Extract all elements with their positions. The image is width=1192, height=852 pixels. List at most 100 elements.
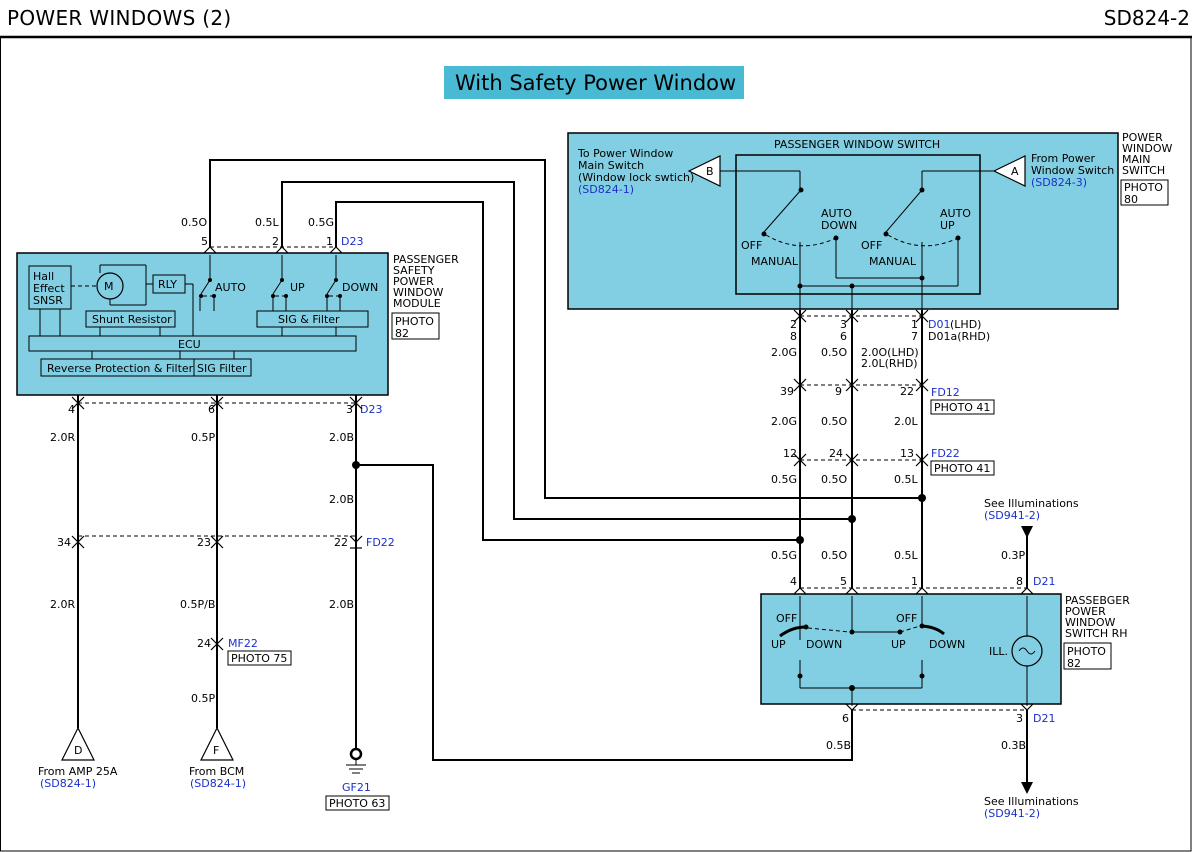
connector-f-label: F bbox=[213, 744, 219, 757]
pws-inner-box bbox=[735, 154, 981, 295]
illum-ref-2: See Illuminations bbox=[984, 795, 1079, 808]
d21-pin-3: 3 bbox=[1016, 712, 1023, 725]
pws-side-4: SWITCH bbox=[1122, 164, 1165, 177]
fd22-right-photo-box bbox=[930, 460, 995, 476]
page-header: POWER WINDOWS (2) SD824-2 bbox=[0, 0, 1192, 38]
rh-label-1: PASSEBGER bbox=[1065, 594, 1130, 607]
fd22-pin-34: 34 bbox=[57, 536, 71, 549]
connector-d-icon bbox=[61, 726, 95, 761]
illum-sd-2: (SD941-2) bbox=[984, 807, 1040, 820]
sig-filter2-label: SIG Filter bbox=[197, 362, 247, 375]
sig-filter2-box bbox=[193, 358, 252, 377]
module-photo-1: PHOTO bbox=[395, 315, 434, 328]
wire-03p: 0.3P bbox=[1001, 549, 1025, 562]
wire-20r-1: 2.0R bbox=[50, 431, 75, 444]
wire-20o-lhd: 2.0O(LHD) bbox=[861, 346, 919, 359]
module-top-conn: D23 bbox=[341, 235, 363, 248]
hall-label-1: Hall bbox=[33, 270, 54, 283]
fd12-pin-39: 39 bbox=[780, 385, 794, 398]
rh-switch-contacts bbox=[779, 596, 945, 706]
shunt-box bbox=[85, 310, 176, 328]
rh-photo-2: 82 bbox=[1067, 657, 1081, 670]
module-auto-label: AUTO bbox=[215, 281, 246, 294]
wire-05o-4: 0.5O bbox=[821, 549, 847, 562]
rh-switch-box bbox=[760, 593, 1062, 705]
fd22-pin-24: 24 bbox=[829, 447, 843, 460]
pws-photo-2: 80 bbox=[1124, 193, 1138, 206]
rh-off-2: OFF bbox=[896, 612, 917, 625]
d01a-pin-6: 6 bbox=[840, 330, 847, 343]
hall-sensor-box bbox=[28, 265, 72, 310]
fd22-pin-22: 22 bbox=[334, 536, 348, 549]
mf22-photo-box bbox=[227, 650, 292, 666]
wire-05l-3: 0.5L bbox=[894, 473, 918, 486]
reverse-protection-label: Reverse Protection & Filter bbox=[47, 362, 194, 375]
wire-05g-3: 0.5G bbox=[771, 473, 797, 486]
d01-pin-2: 2 bbox=[790, 318, 797, 331]
wire-05p-2: 0.5P bbox=[191, 692, 215, 705]
module-label-4: WINDOW bbox=[393, 286, 443, 299]
fd12-conn: FD12 bbox=[931, 386, 960, 399]
page-code: SD824-2 bbox=[1103, 6, 1190, 30]
pws-switch-contacts bbox=[761, 171, 961, 310]
wire-05o-3: 0.5O bbox=[821, 473, 847, 486]
wire-05g-top: 0.5G bbox=[308, 216, 334, 229]
page-title: POWER WINDOWS (2) bbox=[7, 6, 232, 30]
module-up-label: UP bbox=[290, 281, 305, 294]
hall-label-2: Effect bbox=[33, 282, 65, 295]
illum-arrow-bottom-icon bbox=[1021, 782, 1033, 794]
hall-label-3: SNSR bbox=[33, 294, 63, 307]
fd12-pin-22: 22 bbox=[900, 385, 914, 398]
fd22-left-conn: FD22 bbox=[366, 536, 395, 549]
pws-off-1: OFF bbox=[741, 239, 762, 252]
d21-top-conn: D21 bbox=[1033, 575, 1055, 588]
module-photo-2: 82 bbox=[395, 327, 409, 340]
wire-05g-4: 0.5G bbox=[771, 549, 797, 562]
module-bot-pin-6: 6 bbox=[208, 403, 215, 416]
wire-05p-1: 0.5P bbox=[191, 431, 215, 444]
ecu-label: ECU bbox=[178, 338, 201, 351]
rh-ill-label: ILL. bbox=[989, 645, 1008, 658]
rh-photo-1: PHOTO bbox=[1067, 645, 1106, 658]
rh-off-1: OFF bbox=[776, 612, 797, 625]
junction-05o bbox=[848, 515, 856, 523]
from-amp-ref: (SD824-1) bbox=[40, 777, 96, 790]
motor-label: M bbox=[104, 280, 114, 293]
d21-pin-5: 5 bbox=[840, 575, 847, 588]
pws-manual-2: MANUAL bbox=[869, 255, 917, 268]
wire-20r-2: 2.0R bbox=[50, 598, 75, 611]
wire-05l-4: 0.5L bbox=[894, 549, 918, 562]
rh-photo-box bbox=[1063, 642, 1112, 670]
to-main-2: Main Switch bbox=[578, 159, 644, 172]
to-main-3: (Window lock swtich) bbox=[578, 171, 694, 184]
rh-label-4: SWITCH RH bbox=[1065, 627, 1128, 640]
connector-f-icon bbox=[200, 726, 234, 761]
gf21-photo: PHOTO 63 bbox=[329, 797, 385, 810]
safety-module-box bbox=[16, 252, 389, 396]
d21-pin-8: 8 bbox=[1016, 575, 1023, 588]
d01a-conn: D01a(RHD) bbox=[928, 330, 990, 343]
pws-photo-box bbox=[1120, 179, 1169, 206]
junction-05l bbox=[918, 494, 926, 502]
rh-down-2: DOWN bbox=[929, 638, 965, 651]
ground-terminal-icon bbox=[349, 747, 363, 761]
mf22-photo: PHOTO 75 bbox=[231, 652, 287, 665]
wire-05pb: 0.5P/B bbox=[180, 598, 215, 611]
wire-20b-2: 2.0B bbox=[329, 598, 354, 611]
pws-autodown-1: AUTO bbox=[821, 207, 852, 220]
d21-bot-conn: D21 bbox=[1033, 712, 1055, 725]
sig-filter-box bbox=[256, 310, 369, 328]
to-main-ref: (SD824-1) bbox=[578, 183, 634, 196]
module-top-pin-1: 1 bbox=[326, 235, 333, 248]
module-bot-pin-4: 4 bbox=[68, 403, 75, 416]
banner-box bbox=[444, 66, 744, 99]
module-bot-conn: D23 bbox=[360, 403, 382, 416]
module-label-1: PASSENGER bbox=[393, 253, 459, 266]
d01-pin-1: 1 bbox=[911, 318, 918, 331]
d21-pin-6: 6 bbox=[842, 712, 849, 725]
connector-a-icon bbox=[992, 155, 1026, 187]
d01-conn: D01 bbox=[928, 318, 950, 331]
relay-label: RLY bbox=[158, 278, 177, 291]
fd22-right-conn: FD22 bbox=[931, 447, 960, 460]
illum-sd-1: (SD941-2) bbox=[984, 509, 1040, 522]
